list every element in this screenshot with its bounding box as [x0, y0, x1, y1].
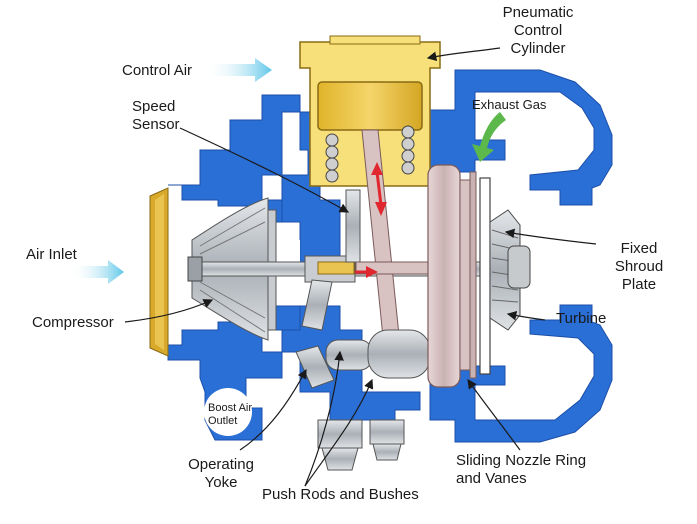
boost-outlet-cavity [204, 388, 252, 436]
exhaust-gas-arrow [472, 112, 506, 162]
label-control-air: Control Air [122, 62, 193, 79]
return-springs [325, 125, 415, 183]
label-operating-yoke: Operating Yoke [188, 456, 254, 491]
sliding-nozzle-ring [427, 164, 477, 388]
speed-sensor [345, 189, 361, 263]
label-sliding-nozzle-ring: Sliding Nozzle Ring and Vanes [456, 452, 587, 487]
shaft-nut [187, 256, 203, 282]
label-pneumatic-control-cylinder: Pneumatic Control Cylinder [502, 4, 574, 57]
leader-lines [124, 47, 597, 487]
center-housing [281, 111, 341, 263]
bearing-bushing [317, 261, 355, 275]
air-inlet-arrow [70, 260, 124, 284]
label-speed-sensor: Speed Sensor [132, 98, 180, 133]
motion-arrows [355, 162, 387, 278]
label-exhaust-gas: Exhaust Gas [472, 97, 547, 112]
turbine-wheel [489, 209, 531, 331]
operating-yoke [295, 279, 431, 389]
push-rod-fittings [317, 419, 405, 471]
label-fixed-shroud-plate: Fixed Shroud Plate [614, 240, 664, 293]
turbine-housing [429, 69, 613, 206]
label-boost-air-outlet: Boost Air Outlet [208, 402, 253, 427]
pneumatic-cylinder [299, 35, 441, 187]
compressor-housing [168, 94, 301, 223]
control-air-arrow [205, 58, 272, 82]
label-compressor: Compressor [32, 314, 114, 331]
label-push-rods-and-bushes: Push Rods and Bushes [262, 486, 419, 503]
fixed-shroud-plate [479, 177, 491, 375]
air-inlet-cone-highlight [155, 194, 164, 350]
label-air-inlet: Air Inlet [26, 246, 77, 263]
label-turbine: Turbine [556, 310, 607, 327]
compressor-housing-lower [167, 305, 301, 441]
control-piston [317, 81, 423, 131]
